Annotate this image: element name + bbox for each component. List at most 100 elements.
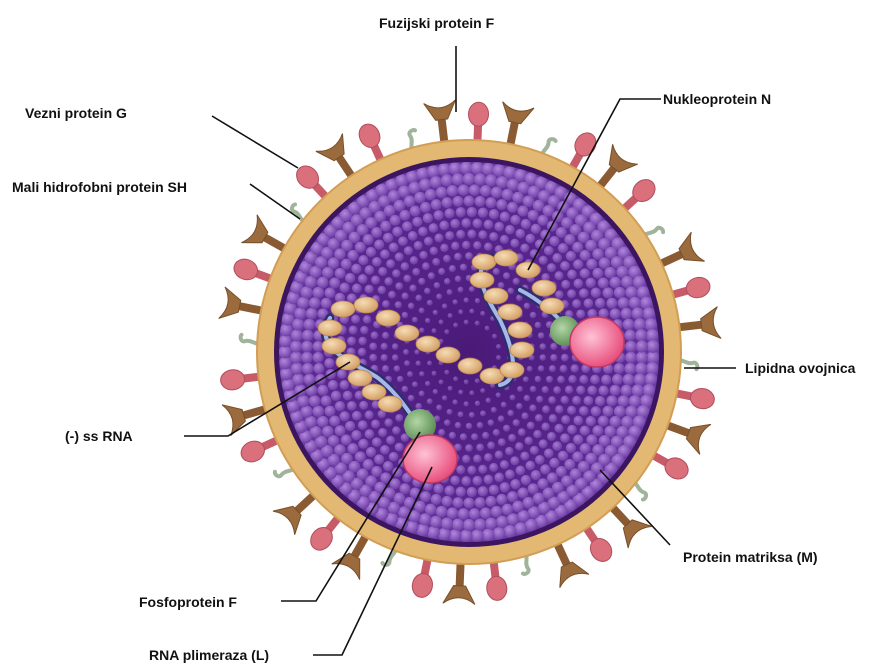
- matrix-bead: [612, 374, 623, 385]
- matrix-bead: [438, 268, 445, 275]
- matrix-bead: [580, 268, 590, 278]
- matrix-bead: [412, 381, 418, 387]
- matrix-bead: [447, 185, 459, 197]
- matrix-bead: [472, 218, 482, 228]
- nucleoprotein-bead: [354, 297, 378, 313]
- matrix-bead: [418, 278, 425, 285]
- matrix-bead: [533, 200, 545, 212]
- matrix-bead: [291, 363, 303, 375]
- matrix-bead: [392, 227, 402, 237]
- matrix-bead: [502, 504, 514, 516]
- matrix-bead: [610, 308, 621, 319]
- matrix-bead: [530, 312, 537, 319]
- matrix-bead: [537, 215, 548, 226]
- matrix-bead: [398, 236, 408, 246]
- matrix-bead: [618, 395, 630, 407]
- matrix-bead: [443, 255, 451, 263]
- matrix-bead: [363, 234, 374, 245]
- matrix-bead: [524, 303, 531, 310]
- matrix-bead: [371, 227, 382, 238]
- matrix-bead: [436, 506, 448, 518]
- matrix-bead: [409, 285, 416, 292]
- matrix-bead: [535, 414, 543, 422]
- matrix-bead: [291, 329, 303, 341]
- matrix-bead: [512, 192, 524, 204]
- matrix-bead: [441, 174, 453, 186]
- matrix-bead: [636, 340, 648, 352]
- matrix-bead: [450, 475, 460, 485]
- matrix-bead: [466, 423, 473, 430]
- matrix-bead: [503, 272, 510, 279]
- matrix-bead: [388, 291, 396, 299]
- matrix-bead: [434, 233, 443, 242]
- matrix-bead: [471, 529, 484, 542]
- matrix-bead: [525, 461, 535, 471]
- matrix-bead: [458, 287, 464, 293]
- matrix-bead: [471, 162, 484, 175]
- matrix-bead: [371, 419, 380, 428]
- nucleoprotein-bead: [532, 280, 556, 296]
- matrix-bead: [458, 390, 463, 395]
- matrix-bead: [383, 461, 393, 471]
- matrix-bead: [453, 376, 458, 381]
- matrix-bead: [433, 310, 438, 315]
- matrix-bead: [625, 341, 637, 353]
- matrix-bead: [474, 519, 486, 531]
- matrix-bead: [449, 162, 462, 175]
- matrix-bead: [434, 282, 441, 289]
- matrix-bead: [480, 410, 486, 416]
- matrix-bead: [521, 475, 531, 485]
- matrix-bead: [623, 319, 635, 331]
- matrix-bead: [478, 208, 488, 218]
- matrix-bead: [528, 483, 539, 494]
- matrix-bead: [317, 385, 328, 396]
- matrix-bead: [329, 416, 340, 427]
- matrix-bead: [621, 385, 633, 397]
- matrix-bead: [427, 526, 440, 539]
- matrix-bead: [576, 309, 585, 318]
- matrix-bead: [484, 475, 494, 485]
- matrix-bead: [399, 210, 410, 221]
- matrix-bead: [538, 332, 545, 339]
- matrix-bead: [557, 376, 565, 384]
- matrix-bead: [640, 297, 653, 310]
- matrix-bead: [436, 294, 442, 300]
- matrix-bead: [439, 221, 449, 231]
- matrix-bead: [460, 433, 467, 440]
- leader-attachment: [212, 116, 298, 168]
- matrix-bead: [598, 278, 609, 289]
- matrix-bead: [442, 395, 447, 400]
- matrix-bead: [636, 351, 648, 363]
- matrix-bead: [399, 483, 410, 494]
- matrix-bead: [486, 197, 497, 208]
- matrix-bead: [403, 349, 409, 355]
- matrix-bead: [527, 366, 533, 372]
- matrix-bead: [449, 265, 456, 272]
- nucleoprotein-bead: [318, 320, 342, 336]
- matrix-bead: [382, 332, 389, 339]
- matrix-bead: [567, 270, 577, 280]
- matrix-bead: [542, 405, 550, 413]
- matrix-bead: [359, 401, 368, 410]
- matrix-bead: [547, 432, 556, 441]
- matrix-bead: [480, 311, 485, 316]
- matrix-bead: [408, 395, 415, 402]
- matrix-bead: [553, 386, 561, 394]
- matrix-bead: [392, 269, 400, 277]
- matrix-bead: [380, 445, 390, 455]
- matrix-bead: [394, 200, 406, 212]
- matrix-bead: [469, 390, 474, 395]
- matrix-bead: [290, 340, 302, 352]
- matrix-bead: [552, 253, 562, 263]
- matrix-bead: [372, 437, 382, 447]
- matrix-bead: [580, 425, 590, 435]
- matrix-bead: [456, 207, 466, 217]
- matrix-bead: [486, 496, 497, 507]
- matrix-bead: [458, 411, 464, 417]
- matrix-bead: [395, 252, 404, 261]
- label-nucleoprotein: Nukleoprotein N: [663, 91, 771, 107]
- matrix-bead: [537, 478, 548, 489]
- matrix-bead: [482, 529, 495, 542]
- matrix-bead: [505, 447, 513, 455]
- matrix-bead: [614, 406, 626, 418]
